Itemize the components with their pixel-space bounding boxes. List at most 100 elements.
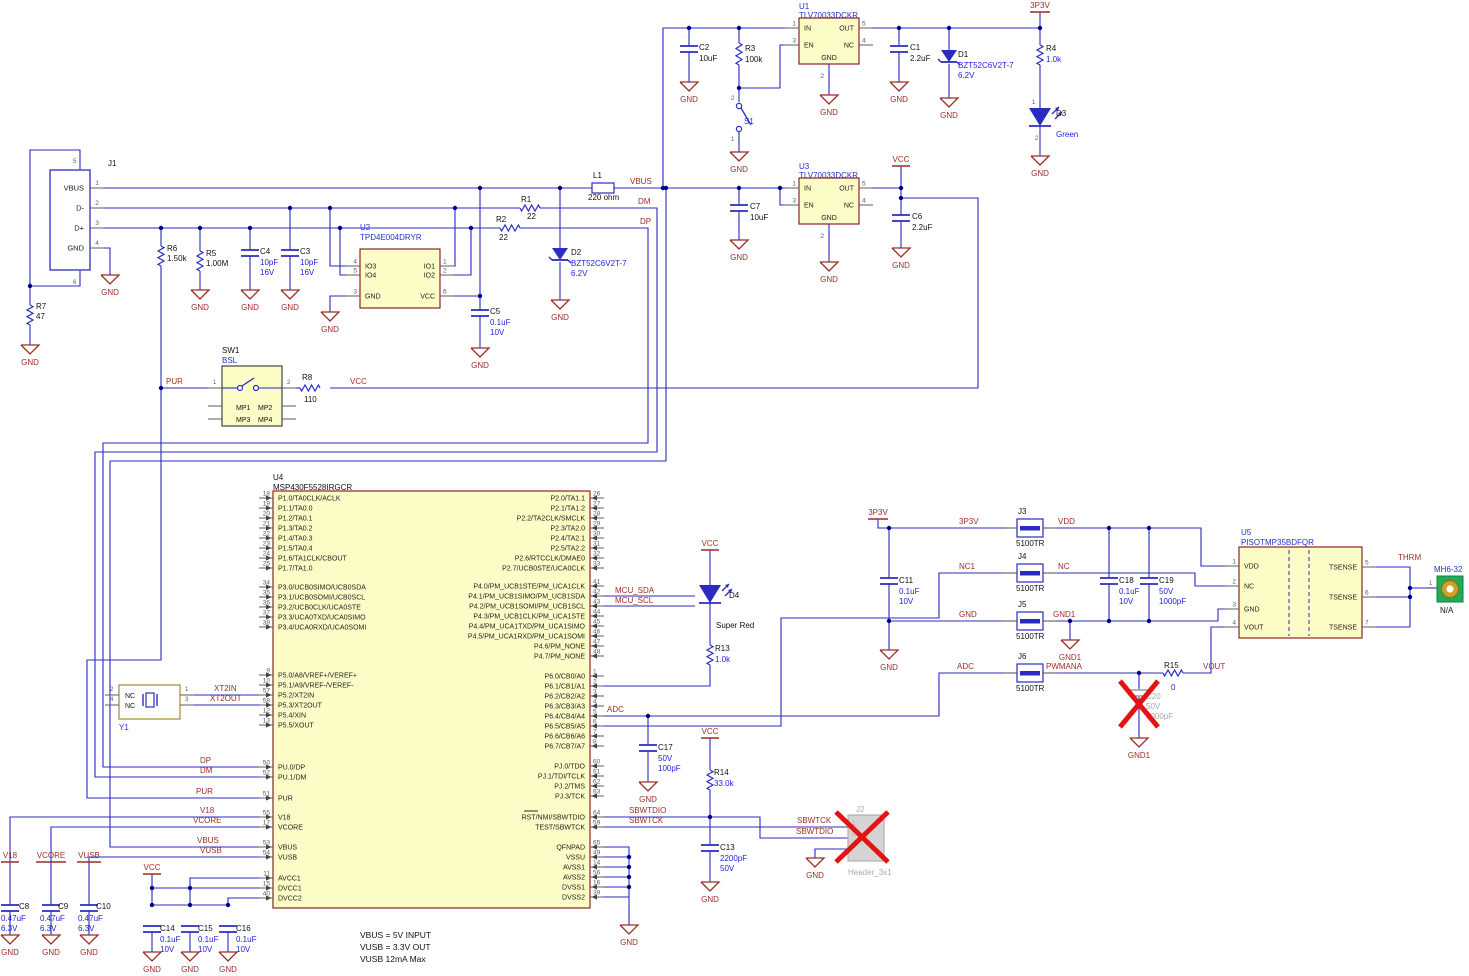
- svg-text:47: 47: [36, 312, 45, 321]
- svg-text:26: 26: [593, 491, 601, 498]
- svg-text:7: 7: [593, 729, 597, 736]
- capacitor-C11[interactable]: [880, 577, 898, 585]
- svg-text:0.47uF: 0.47uF: [78, 914, 103, 923]
- svg-text:V18: V18: [200, 806, 215, 815]
- capacitor-C10[interactable]: [80, 904, 98, 912]
- svg-text:J3: J3: [1018, 507, 1027, 516]
- svg-text:P1.5/TA0.4: P1.5/TA0.4: [278, 546, 313, 553]
- resistor-R1[interactable]: [519, 203, 541, 213]
- capacitor-C7[interactable]: [730, 204, 748, 212]
- switch-SW1[interactable]: [208, 365, 296, 427]
- zener-D1[interactable]: [937, 50, 961, 66]
- svg-text:D-: D-: [76, 204, 84, 213]
- svg-text:Green: Green: [1056, 130, 1078, 139]
- capacitor-C17[interactable]: [639, 744, 657, 752]
- capacitor-C8[interactable]: [1, 904, 19, 912]
- svg-text:P3.3/UCA0TXD/UCA0SIMO: P3.3/UCA0TXD/UCA0SIMO: [278, 615, 366, 622]
- switch-S1[interactable]: [735, 102, 752, 133]
- capacitor-C13[interactable]: [701, 844, 719, 852]
- capacitor-C16[interactable]: [219, 925, 237, 933]
- resistor-R2[interactable]: [499, 223, 521, 233]
- resistor-R8[interactable]: [299, 383, 321, 393]
- svg-text:P1.0/TA0CLK/ACLK: P1.0/TA0CLK/ACLK: [278, 496, 341, 503]
- svg-text:P4.4/PM_UCA1TXD/PM_UCA1SIMO: P4.4/PM_UCA1TXD/PM_UCA1SIMO: [469, 624, 586, 631]
- svg-text:1: 1: [792, 181, 796, 188]
- led-D4[interactable]: [699, 583, 733, 604]
- svg-text:220 ohm: 220 ohm: [588, 193, 619, 202]
- jumper-J4[interactable]: [1003, 563, 1057, 583]
- capacitor-C3[interactable]: [281, 249, 299, 257]
- capacitor-C15[interactable]: [181, 925, 199, 933]
- svg-text:PJ.2/TMS: PJ.2/TMS: [554, 784, 585, 791]
- svg-text:GND: GND: [680, 95, 698, 104]
- svg-text:GND: GND: [551, 313, 569, 322]
- svg-text:PU.1/DM: PU.1/DM: [278, 775, 307, 782]
- svg-text:C10: C10: [96, 902, 111, 911]
- svg-text:R4: R4: [1046, 44, 1057, 53]
- svg-text:GND: GND: [365, 294, 381, 301]
- svg-text:GND: GND: [806, 871, 824, 880]
- capacitor-C19[interactable]: [1140, 577, 1158, 585]
- svg-text:49: 49: [593, 850, 601, 857]
- svg-text:12: 12: [263, 708, 271, 715]
- led-D3[interactable]: [1029, 106, 1063, 127]
- svg-text:GND: GND: [181, 965, 199, 974]
- capacitor-C18[interactable]: [1100, 577, 1118, 585]
- resistor-R14[interactable]: [705, 769, 715, 791]
- resistor-R7[interactable]: [25, 304, 35, 326]
- capacitor-C5[interactable]: [471, 309, 489, 317]
- svg-text:D4: D4: [729, 591, 740, 600]
- svg-text:5: 5: [593, 709, 597, 716]
- capacitor-C6[interactable]: [892, 214, 910, 222]
- svg-text:XT2OUT: XT2OUT: [210, 694, 242, 703]
- svg-text:BZT52C6V2T-7: BZT52C6V2T-7: [571, 259, 627, 268]
- svg-text:22: 22: [527, 212, 536, 221]
- svg-text:P2.2/TA2CLK/SMCLK: P2.2/TA2CLK/SMCLK: [517, 516, 586, 523]
- svg-text:13: 13: [263, 718, 271, 725]
- svg-text:0.1uF: 0.1uF: [1119, 587, 1140, 596]
- svg-text:8: 8: [593, 739, 597, 746]
- jumper-J3[interactable]: [1003, 518, 1057, 538]
- svg-text:2: 2: [95, 200, 99, 207]
- svg-text:VBUS: VBUS: [197, 836, 219, 845]
- resistor-R13[interactable]: [705, 644, 715, 666]
- svg-text:P5.1/A9/VREF-/VEREF-: P5.1/A9/VREF-/VEREF-: [278, 683, 354, 690]
- svg-text:17: 17: [263, 820, 271, 827]
- capacitor-C9[interactable]: [42, 904, 60, 912]
- capacitor-C1[interactable]: [890, 45, 908, 53]
- ic-U4[interactable]: 18P1.0/TA0CLK/ACLK19P1.1/TA0.020P1.2/TA0…: [259, 490, 604, 909]
- svg-text:10pF: 10pF: [260, 258, 278, 267]
- capacitor-C14[interactable]: [143, 925, 161, 933]
- mounting-hole-MH6-32[interactable]: [1436, 575, 1464, 603]
- svg-text:2: 2: [1232, 579, 1236, 586]
- jumper-J5[interactable]: [1003, 611, 1057, 631]
- resistor-R6[interactable]: [156, 245, 166, 267]
- crystal-Y1[interactable]: [105, 684, 194, 720]
- svg-text:J5: J5: [1018, 600, 1027, 609]
- zener-D2[interactable]: [548, 248, 572, 264]
- resistor-R15[interactable]: [1162, 668, 1184, 678]
- resistor-R4[interactable]: [1035, 44, 1045, 66]
- svg-text:41: 41: [593, 579, 601, 586]
- inductor-L1[interactable]: [591, 182, 615, 194]
- svg-text:P1.4/TA0.3: P1.4/TA0.3: [278, 536, 313, 543]
- capacitor-C2[interactable]: [680, 45, 698, 53]
- capacitor-C4[interactable]: [241, 249, 259, 257]
- resistor-R3[interactable]: [734, 42, 744, 66]
- jumper-J6[interactable]: [1003, 663, 1057, 683]
- svg-text:GND: GND: [80, 948, 98, 957]
- svg-text:10V: 10V: [899, 597, 914, 606]
- svg-text:DM: DM: [638, 197, 651, 206]
- svg-text:53: 53: [263, 840, 271, 847]
- svg-text:GND: GND: [940, 111, 958, 120]
- svg-text:2: 2: [593, 679, 597, 686]
- resistor-R5[interactable]: [195, 250, 205, 272]
- svg-text:63: 63: [593, 789, 601, 796]
- svg-text:21: 21: [263, 521, 271, 528]
